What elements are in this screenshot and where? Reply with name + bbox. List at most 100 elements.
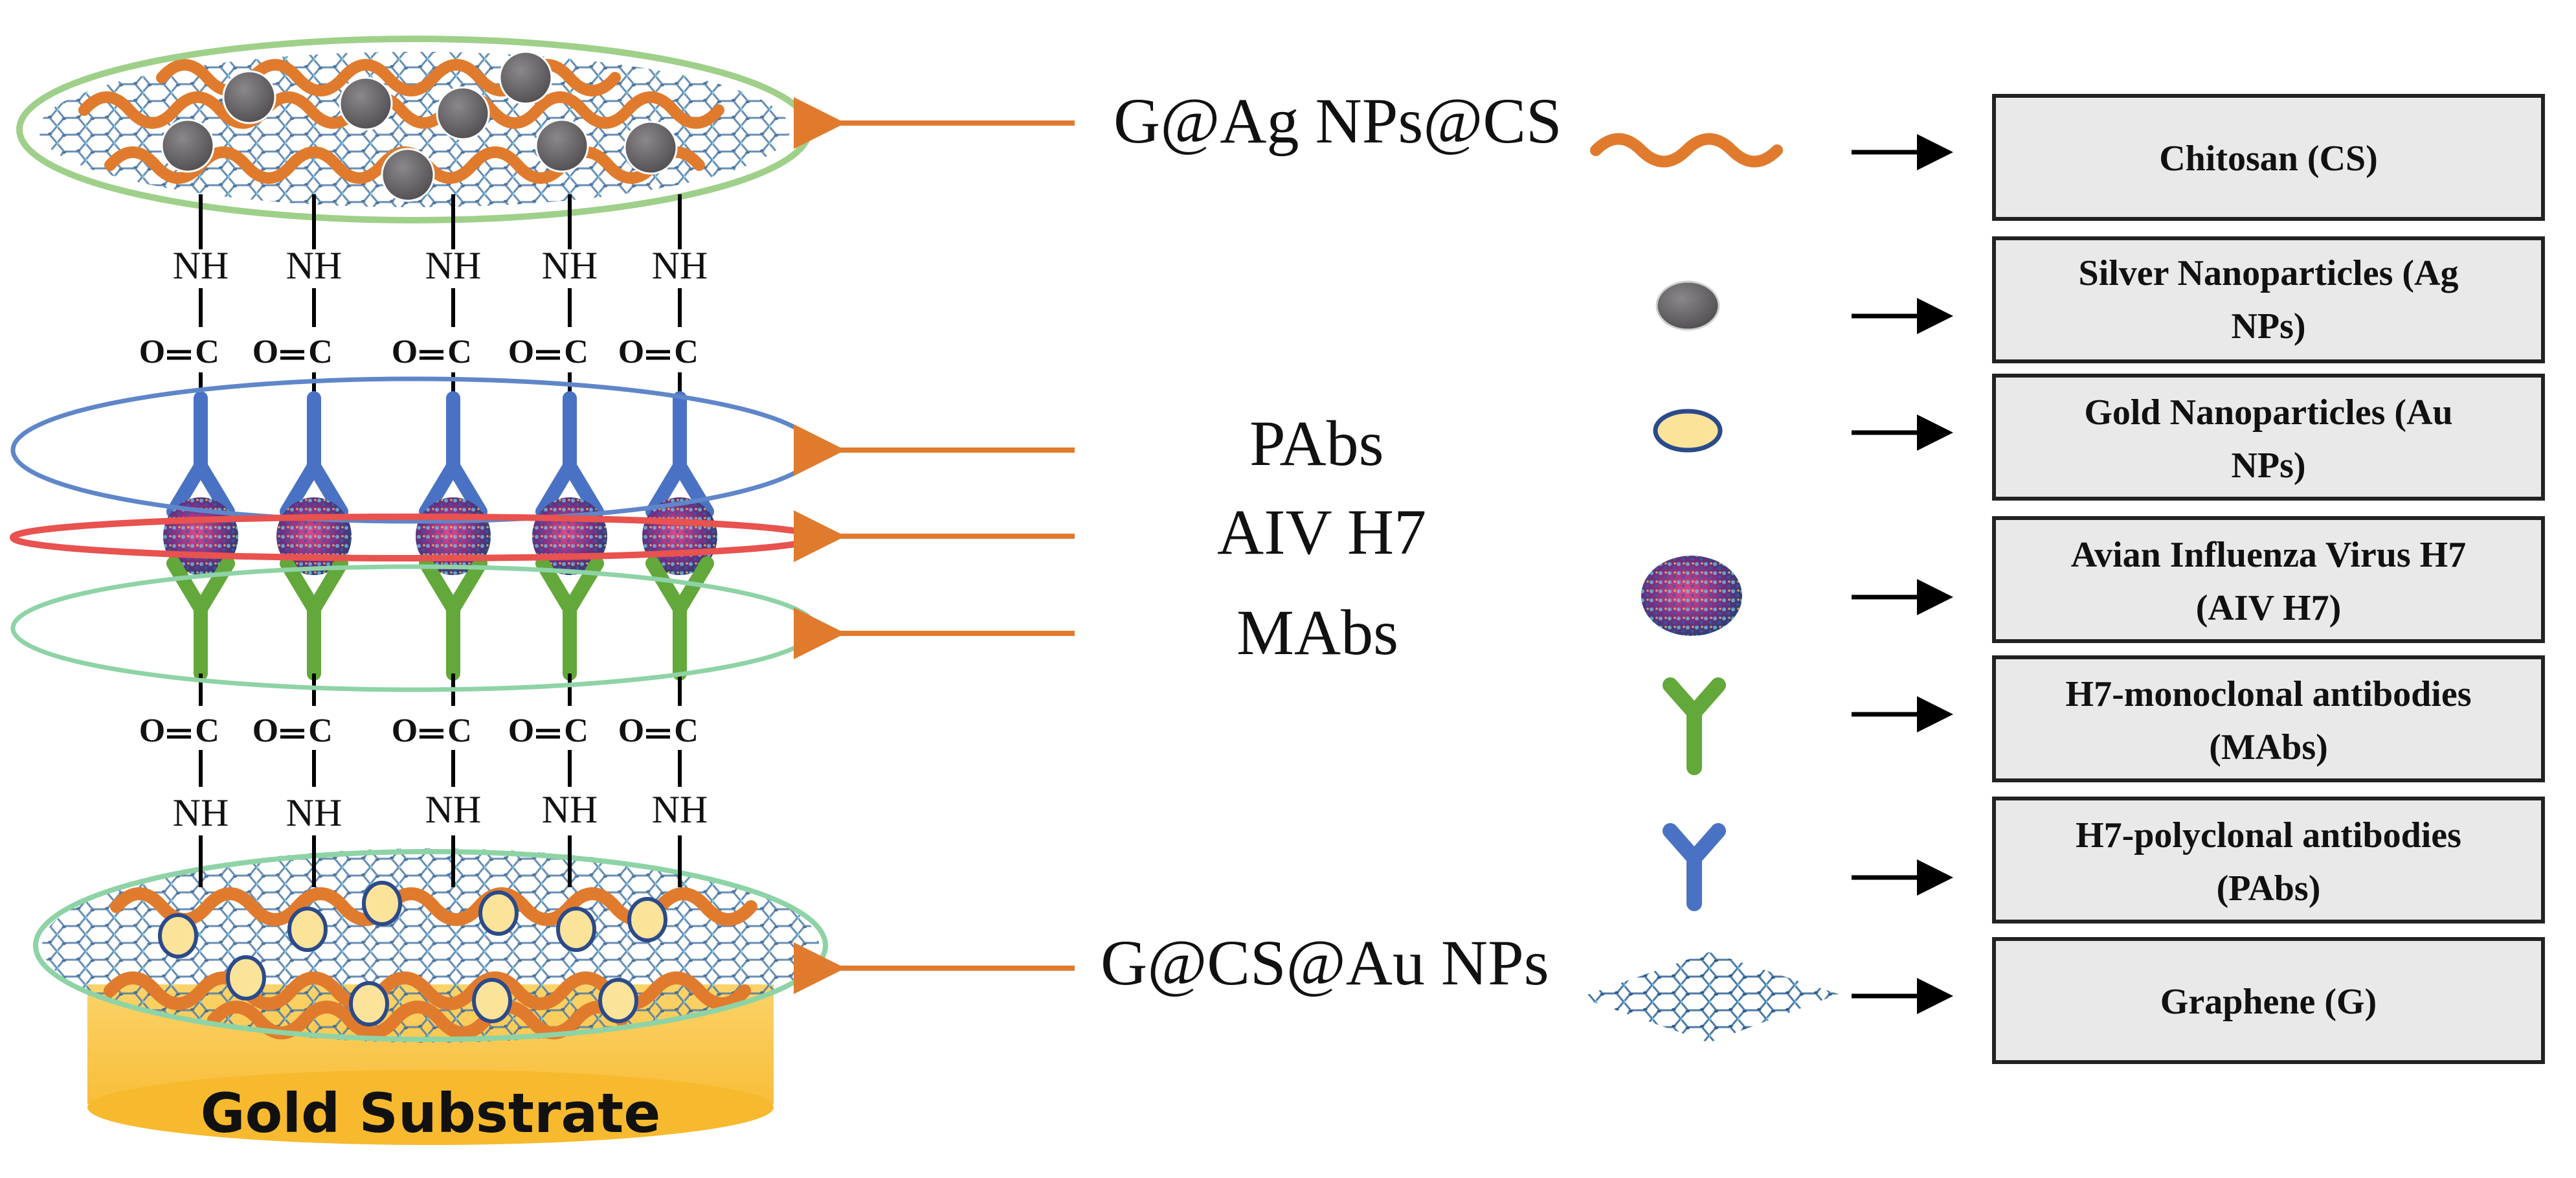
- legend-box-graphene: [1992, 937, 2545, 1064]
- nh-label: NH: [425, 244, 482, 287]
- c-label: C: [564, 712, 588, 749]
- nh-label: NH: [425, 788, 482, 831]
- top-layer-label: G@Ag NPs@CS: [1114, 85, 1562, 157]
- legend-box-silver: [1992, 236, 2545, 363]
- legend-label-pabs-line2: (PAbs): [2217, 868, 2321, 909]
- graphene-icon: [1580, 952, 1839, 1043]
- mabs-antibody-arm: [645, 556, 687, 616]
- legend-label-silver-line2: NPs): [2231, 306, 2305, 346]
- legend-label-graphene: Graphene (G): [2160, 982, 2377, 1022]
- o-label: O: [139, 712, 165, 749]
- nh-label: NH: [652, 244, 708, 287]
- legend-box-pabs: [1992, 797, 2545, 923]
- gold-nanoparticle: [226, 955, 266, 1001]
- legend-label-silver-line1: Silver Nanoparticles (Ag: [2079, 253, 2459, 293]
- layer-arrows: [794, 97, 1075, 994]
- pabs-antibody-arm: [645, 459, 687, 519]
- silver-nanoparticle: [339, 76, 393, 131]
- gold-nanoparticle: [556, 907, 596, 952]
- silver-nanoparticle: [161, 119, 215, 173]
- nh-label: NH: [286, 244, 342, 287]
- nh-label: NH: [173, 791, 229, 834]
- mabs-antibody-arm: [194, 556, 235, 616]
- o-label: O: [252, 712, 278, 749]
- c-label: C: [564, 334, 588, 370]
- o-label: O: [508, 334, 534, 370]
- silver-nanoparticle-icon: [1655, 280, 1720, 331]
- o-label: O: [508, 712, 534, 749]
- chitosan-wave-icon: [1590, 133, 1783, 168]
- c-label: C: [308, 334, 333, 370]
- o-label: O: [618, 712, 644, 749]
- nh-label: NH: [542, 244, 598, 287]
- gold-nanoparticle: [472, 978, 512, 1023]
- legend-label-chitosan: Chitosan (CS): [2159, 139, 2378, 179]
- legend-label-gold-line2: NPs): [2231, 446, 2305, 486]
- gold-nanoparticle: [287, 907, 328, 952]
- pabs-antibody-arm: [194, 459, 235, 519]
- pabs-label: PAbs: [1249, 407, 1384, 479]
- o-label: O: [392, 712, 418, 749]
- gold-nanoparticle: [478, 890, 519, 936]
- legend: Chitosan (CS) Silver Nanoparticles (Ag N…: [1580, 94, 2545, 1064]
- legend-box-mabs: [1992, 655, 2545, 782]
- bottom-layer: [33, 848, 828, 1043]
- gold-nanoparticle: [158, 913, 198, 958]
- legend-label-pabs-line1: H7-polyclonal antibodies: [2076, 815, 2461, 855]
- pabs-antibody-arm: [673, 459, 714, 519]
- pabs-antibody-arm: [563, 459, 604, 519]
- legend-label-mabs-line1: H7-monoclonal antibodies: [2066, 674, 2472, 714]
- legend-label-virus-line1: Avian Influenza Virus H7: [2071, 535, 2466, 575]
- c-label: C: [674, 712, 699, 749]
- silver-nanoparticle: [498, 51, 553, 105]
- substrate-label: Gold Substrate: [201, 1082, 661, 1145]
- gold-nanoparticle: [598, 978, 638, 1023]
- nh-label: NH: [173, 244, 229, 287]
- mabs-antibody-arm: [166, 556, 208, 616]
- o-label: O: [139, 334, 165, 370]
- silver-nanoparticle: [436, 86, 490, 141]
- virus-icon: [1641, 556, 1742, 636]
- mabs-antibody-arm: [419, 556, 460, 616]
- pabs-antibody-arm: [166, 459, 208, 519]
- gold-nanoparticle: [349, 981, 389, 1026]
- pabs-antibody-arm: [446, 459, 487, 519]
- o-label: O: [392, 334, 418, 370]
- nh-label: NH: [286, 791, 342, 834]
- pabs-antibody-arm: [419, 459, 460, 519]
- c-label: C: [674, 334, 699, 370]
- bottom-chitosan-strand: [104, 971, 751, 1010]
- pabs-antibody-arm: [307, 459, 348, 519]
- nh-label: NH: [542, 788, 598, 831]
- mabs-antibody-arm: [307, 556, 348, 616]
- legend-label-gold-line1: Gold Nanoparticles (Au: [2084, 392, 2452, 433]
- legend-box-virus: [1992, 516, 2545, 643]
- c-label: C: [447, 334, 472, 370]
- pabs-layer-ellipse: [10, 376, 818, 524]
- c-label: C: [195, 334, 219, 370]
- c-label: C: [447, 712, 472, 749]
- gold-nanoparticle-icon: [1653, 409, 1723, 453]
- blue-antibody-icon: [1663, 823, 1726, 911]
- o-label: O: [252, 334, 278, 370]
- nh-label: NH: [652, 788, 708, 831]
- top-chitosan-strand: [78, 91, 724, 129]
- silver-nanoparticle: [535, 119, 589, 173]
- silver-nanoparticle: [222, 70, 276, 124]
- legend-box-chitosan: [1992, 94, 2545, 221]
- pabs-antibody-arm: [535, 459, 577, 519]
- c-label: C: [308, 712, 333, 749]
- aiv-label: AIV H7: [1217, 496, 1426, 568]
- gold-nanoparticle: [362, 881, 402, 926]
- green-antibody-icon: [1663, 677, 1726, 775]
- top-layer: [16, 36, 812, 223]
- silver-nanoparticle: [381, 148, 435, 202]
- legend-label-mabs-line2: (MAbs): [2209, 727, 2328, 767]
- bottom-layer-label: G@CS@Au NPs: [1101, 927, 1549, 999]
- mabs-antibody-arm: [446, 556, 487, 616]
- legend-box-gold: [1992, 374, 2545, 501]
- mabs-label: MAbs: [1237, 596, 1398, 668]
- pabs-antibody-arm: [280, 459, 321, 519]
